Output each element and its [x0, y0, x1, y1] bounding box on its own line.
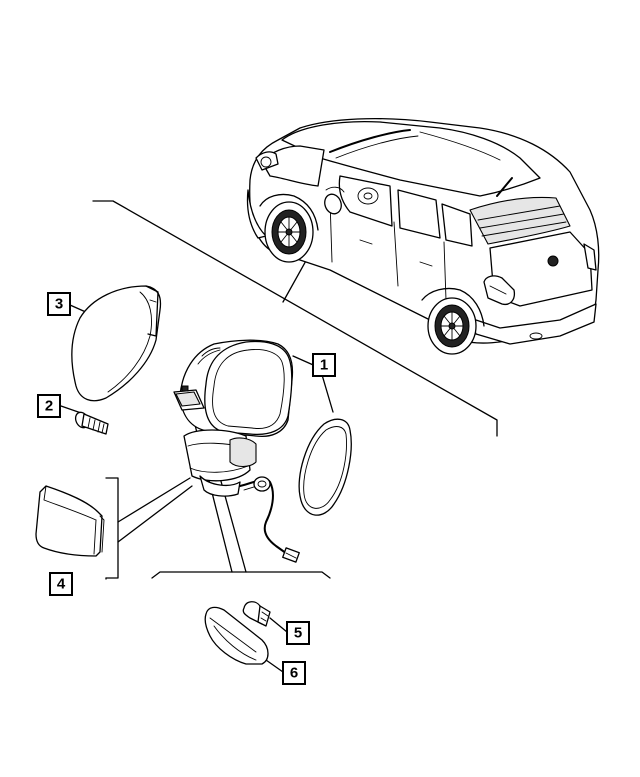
- rear-bumper: [469, 303, 597, 345]
- callout-5: 5: [286, 621, 310, 645]
- vehicle-illustration: [246, 118, 600, 355]
- part-2-screw: [74, 411, 109, 435]
- rear-wheel: [427, 297, 477, 355]
- rear-window: [469, 196, 571, 245]
- leader-main-diagonal: [92, 200, 498, 437]
- callout-2: 2: [37, 394, 61, 418]
- callout-6-label: 6: [290, 665, 298, 682]
- callout-3-label: 3: [55, 296, 63, 313]
- middle-side-window: [397, 189, 441, 239]
- callout-6: 6: [282, 661, 306, 685]
- callout-2-label: 2: [45, 398, 53, 415]
- callout-5-label: 5: [294, 625, 302, 642]
- callout-3: 3: [47, 292, 71, 316]
- exhaust: [529, 332, 543, 340]
- car-logo: [547, 255, 559, 267]
- door-handles: [359, 239, 433, 267]
- callout-4: 4: [49, 572, 73, 596]
- front-wheel: [264, 201, 314, 263]
- front-side-window: [338, 175, 393, 227]
- leader-4b: [117, 485, 193, 543]
- rear-side-window: [441, 203, 473, 247]
- roof-rail-left: [329, 129, 411, 153]
- callout-4-label: 4: [57, 576, 66, 593]
- bracket-lamp: [151, 571, 331, 579]
- antenna: [496, 177, 513, 197]
- leader-6: [265, 659, 284, 673]
- callout-1: 1: [312, 353, 336, 377]
- part-5-bulb: [242, 601, 271, 627]
- car-side-mirror: [324, 193, 342, 215]
- car-roof: [281, 121, 541, 197]
- wiring-harness: [239, 476, 300, 563]
- leader-5: [269, 617, 288, 633]
- part-1-mirror-glass: [298, 418, 352, 516]
- steering-wheel: [357, 187, 379, 205]
- bracket-4: [105, 477, 119, 579]
- leader-4a: [117, 477, 191, 523]
- part-6-lamp-lens: [204, 606, 269, 665]
- callout-1-label: 1: [320, 357, 328, 374]
- mirror-housing-assembly: [173, 339, 294, 497]
- part-4-lower-cover: [35, 485, 105, 557]
- headlight: [255, 151, 279, 171]
- part-3-mirror-cover: [71, 285, 162, 402]
